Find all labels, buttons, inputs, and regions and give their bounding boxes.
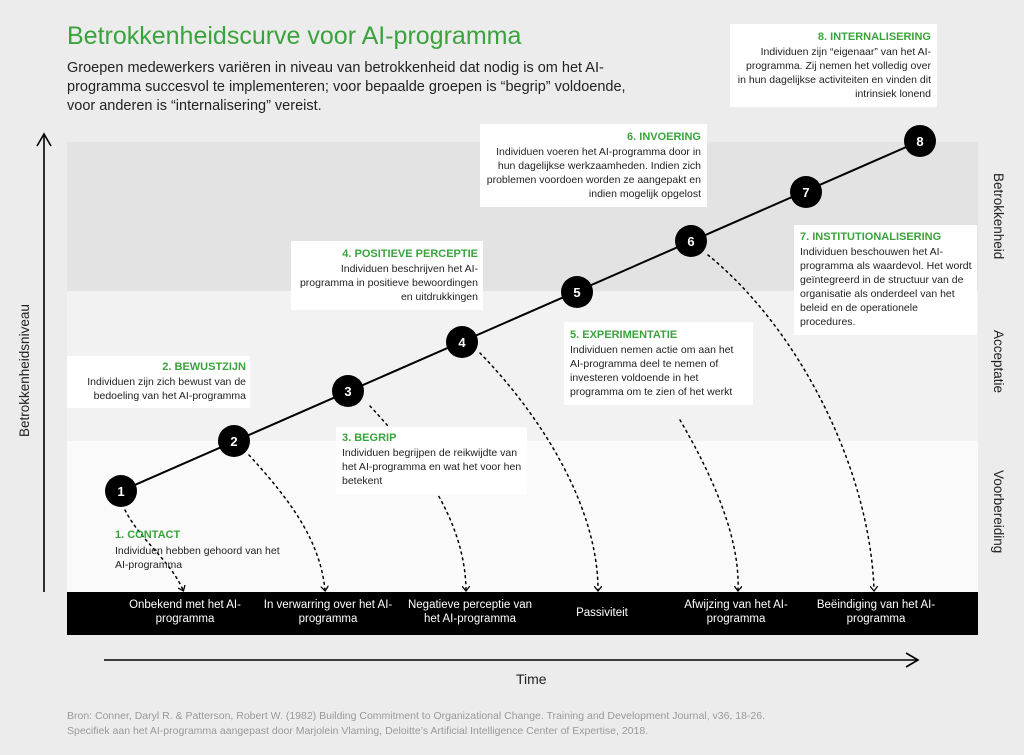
y-axis-label: Betrokkenheidsniveau — [17, 304, 32, 437]
step-node-label: 8 — [916, 134, 923, 149]
outcome-label: Passiviteit — [576, 607, 628, 619]
outcome-label: Beëindiging van het AI-programma — [816, 599, 936, 625]
source-line: Specifiek aan het AI-programma aangepast… — [67, 725, 649, 737]
step-title: 3. BEGRIP — [342, 432, 397, 444]
step-box-2: 2. BEWUSTZIJN Individuen zijn zich bewus… — [67, 356, 250, 408]
step-box-5: 5. EXPERIMENTATIE Individuen nemen actie… — [564, 322, 753, 405]
step-title: 8. INTERNALISERING — [817, 31, 931, 43]
page-title: Betrokkenheidscurve voor AI-programma — [67, 22, 522, 50]
step-title: 4. POSITIEVE PERCEPTIE — [342, 248, 478, 260]
step-text: Individuen voeren het AI-programma door … — [486, 146, 701, 200]
source-line: Bron: Conner, Daryl R. & Patterson, Robe… — [67, 710, 766, 722]
step-node-2: 2 — [218, 425, 250, 457]
engagement-curve-line — [120, 140, 921, 492]
falloff-curve-5 — [679, 419, 738, 590]
step-text: Individuen beschouwen het AI-programma a… — [800, 246, 972, 328]
step-box-6: 6. INVOERING Individuen voeren het AI-pr… — [480, 124, 707, 207]
step-node-label: 2 — [230, 434, 237, 449]
step-text: Individuen zijn zich bewust van de bedoe… — [87, 376, 246, 402]
step-title: 2. BEWUSTZIJN — [162, 361, 246, 373]
outcome-label: In verwarring over het AI-programma — [263, 599, 393, 625]
step-node-label: 3 — [344, 384, 351, 399]
step-box-3: 3. BEGRIP Individuen begrijpen de reikwi… — [336, 427, 527, 494]
source-note: Bron: Conner, Daryl R. & Patterson, Robe… — [67, 709, 765, 739]
step-node-7: 7 — [790, 176, 822, 208]
y-axis-arrow — [36, 132, 52, 592]
step-box-8: 8. INTERNALISERING Individuen zijn “eige… — [730, 24, 937, 107]
outcome-label: Afwijzing van het AI-programma — [684, 599, 788, 625]
step-box-4: 4. POSITIEVE PERCEPTIE Individuen beschr… — [291, 241, 483, 310]
falloff-curve-1 — [124, 509, 183, 590]
x-axis-arrow — [104, 652, 920, 668]
falloff-curve-6 — [707, 254, 874, 590]
step-node-label: 7 — [802, 185, 809, 200]
falloff-curve-2 — [248, 454, 325, 590]
step-node-label: 1 — [117, 484, 124, 499]
x-axis-label: Time — [516, 671, 547, 687]
step-title: 6. INVOERING — [627, 131, 701, 143]
step-node-8: 8 — [904, 125, 936, 157]
step-node-label: 5 — [573, 285, 580, 300]
step-node-6: 6 — [675, 225, 707, 257]
step-text: Individuen begrijpen de reikwijdte van h… — [342, 447, 522, 487]
step-node-label: 4 — [458, 335, 466, 350]
step-node-1: 1 — [105, 475, 137, 507]
step-box-7: 7. INSTITUTIONALISERING Individuen besch… — [794, 225, 977, 335]
falloff-curve-4 — [479, 352, 598, 590]
outcome-bar — [67, 592, 978, 635]
step-node-5: 5 — [561, 276, 593, 308]
step-box-1: 1. CONTACT Individuen hebben gehoord van… — [115, 528, 285, 572]
step-title: 7. INSTITUTIONALISERING — [800, 231, 942, 243]
outcome-label: Negatieve perceptie van het AI-programma — [407, 599, 533, 625]
step-text: Individuen hebben gehoord van het AI-pro… — [115, 545, 280, 571]
step-text: Individuen zijn “eigenaar” van het AI-pr… — [737, 46, 931, 100]
step-title: 5. EXPERIMENTATIE — [570, 329, 678, 341]
step-node-3: 3 — [332, 375, 364, 407]
step-text: Individuen beschrijven het AI-programma … — [299, 263, 478, 303]
step-node-label: 6 — [687, 234, 694, 249]
page-subtitle: Groepen medewerkers variëren in niveau v… — [67, 60, 626, 114]
step-title: 1. CONTACT — [115, 529, 181, 541]
outcome-label: Onbekend met het AI-programma — [129, 599, 241, 625]
step-node-4: 4 — [446, 326, 478, 358]
step-text: Individuen nemen actie om aan het AI-pro… — [570, 344, 734, 398]
